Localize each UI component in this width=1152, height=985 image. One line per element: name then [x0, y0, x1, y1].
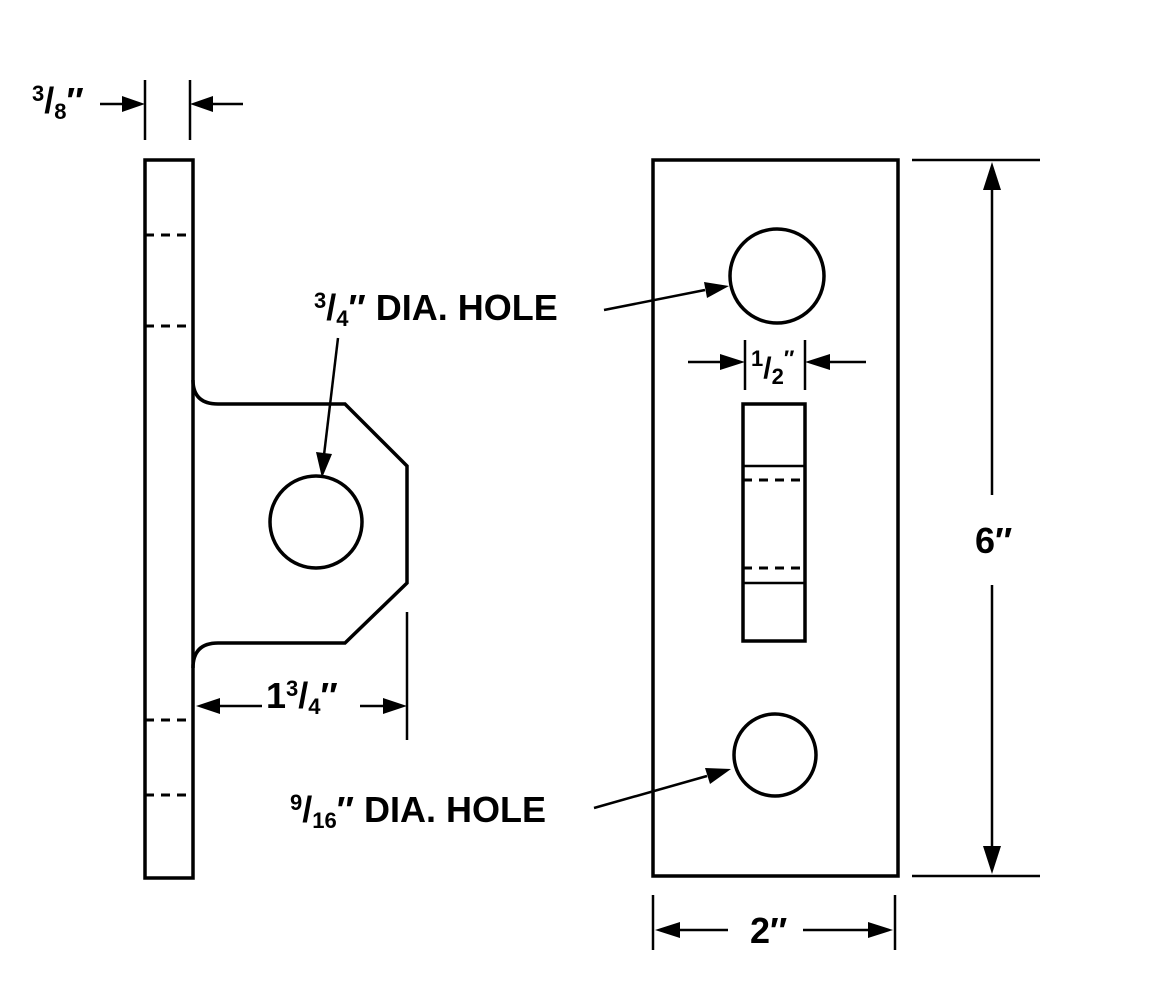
- hole-label: ″ DIA. HOLE: [349, 287, 558, 328]
- side-view-tab: [191, 379, 409, 669]
- tab-length-dimension: 13/4″: [196, 612, 409, 740]
- lower-hole: [732, 712, 818, 798]
- dimension-arrowhead: [720, 354, 745, 370]
- tab-length-numerator: 3: [286, 676, 298, 701]
- lower-hole-callout: 9/16″ DIA. HOLE: [290, 768, 731, 833]
- slot-unit: ″: [784, 346, 795, 371]
- dimension-arrowhead: [383, 698, 407, 714]
- dimension-arrowhead: [983, 846, 1001, 874]
- hole-denominator: 4: [336, 306, 349, 331]
- height-label: 6″: [975, 520, 1012, 561]
- front-view-plate: [651, 158, 900, 878]
- svg-text:9/16″ DIA. HOLE: 9/16″ DIA. HOLE: [290, 789, 546, 833]
- tab-length-whole: 1: [266, 675, 286, 716]
- thickness-dimension: 3/8″: [32, 80, 243, 140]
- side-view: 3/8″ 3/4″ DIA. HOLE 13/4″: [32, 80, 729, 880]
- tab-slot: [741, 402, 807, 643]
- tab-hole-callout: 3/4″ DIA. HOLE: [314, 282, 729, 478]
- upper-hole: [728, 227, 826, 325]
- leader-arrowhead: [316, 452, 332, 478]
- svg-text:13/4″: 13/4″: [266, 675, 338, 719]
- lower-hole-label: ″ DIA. HOLE: [337, 789, 546, 830]
- lower-hole-denominator: 16: [312, 808, 336, 833]
- thickness-numerator: 3: [32, 81, 44, 106]
- dimension-arrowhead: [868, 922, 893, 938]
- lower-hole-numerator: 9: [290, 790, 302, 815]
- height-dimension: 6″: [912, 158, 1040, 878]
- dimension-arrowhead: [196, 698, 220, 714]
- dimension-arrowhead: [190, 96, 213, 112]
- leader-arrowhead: [705, 768, 731, 784]
- front-view: 1/2″ 6″ 2″ 9/16″ DIA. HOLE: [290, 158, 1040, 951]
- leader-arrowhead: [704, 282, 729, 298]
- tab-length-unit: ″: [321, 675, 338, 716]
- thickness-unit: ″: [67, 80, 84, 121]
- dimension-arrowhead: [122, 96, 145, 112]
- width-dimension: 2″: [651, 895, 897, 951]
- slot-width-dimension: 1/2″: [688, 340, 866, 390]
- tab-length-denominator: 4: [308, 694, 321, 719]
- slot-numerator: 1: [751, 346, 763, 371]
- dimension-arrowhead: [655, 922, 680, 938]
- svg-text:3/8″: 3/8″: [32, 80, 84, 124]
- dimension-arrowhead: [805, 354, 830, 370]
- thickness-denominator: 8: [54, 99, 66, 124]
- tab-hole: [268, 474, 364, 570]
- hole-numerator: 3: [314, 288, 326, 313]
- svg-text:1/2″: 1/2″: [751, 346, 795, 389]
- side-view-plate: [143, 158, 195, 880]
- width-label: 2″: [750, 910, 787, 951]
- svg-text:3/4″ DIA. HOLE: 3/4″ DIA. HOLE: [314, 287, 558, 331]
- dimension-arrowhead: [983, 162, 1001, 190]
- slot-denominator: 2: [772, 364, 784, 389]
